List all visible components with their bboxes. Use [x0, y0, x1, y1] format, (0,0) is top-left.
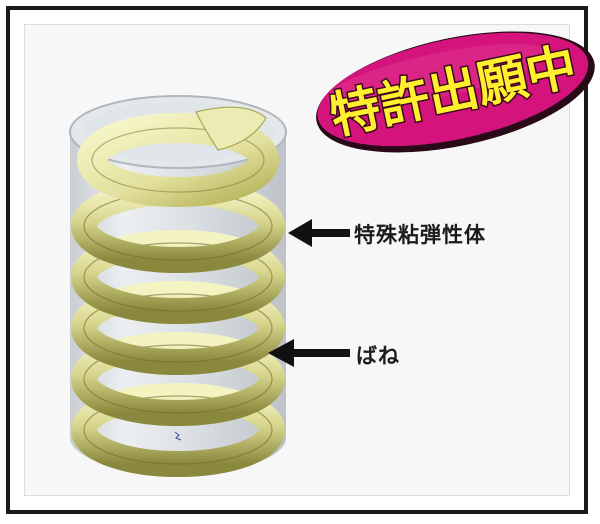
- coil-6: [71, 383, 285, 477]
- spring-arrow: [268, 339, 350, 367]
- elastomer-arrow: [288, 219, 350, 247]
- coil-3: [71, 230, 285, 324]
- coil-1-top: [77, 106, 279, 207]
- coil-4: [71, 281, 285, 375]
- spring-label: ばね: [356, 344, 400, 368]
- spring-coils: [71, 106, 285, 477]
- coil-5: [71, 332, 285, 426]
- patent-pending-badge: 特許出願中: [316, 31, 595, 153]
- elastomer-label: 特殊粘弾性体: [354, 223, 486, 247]
